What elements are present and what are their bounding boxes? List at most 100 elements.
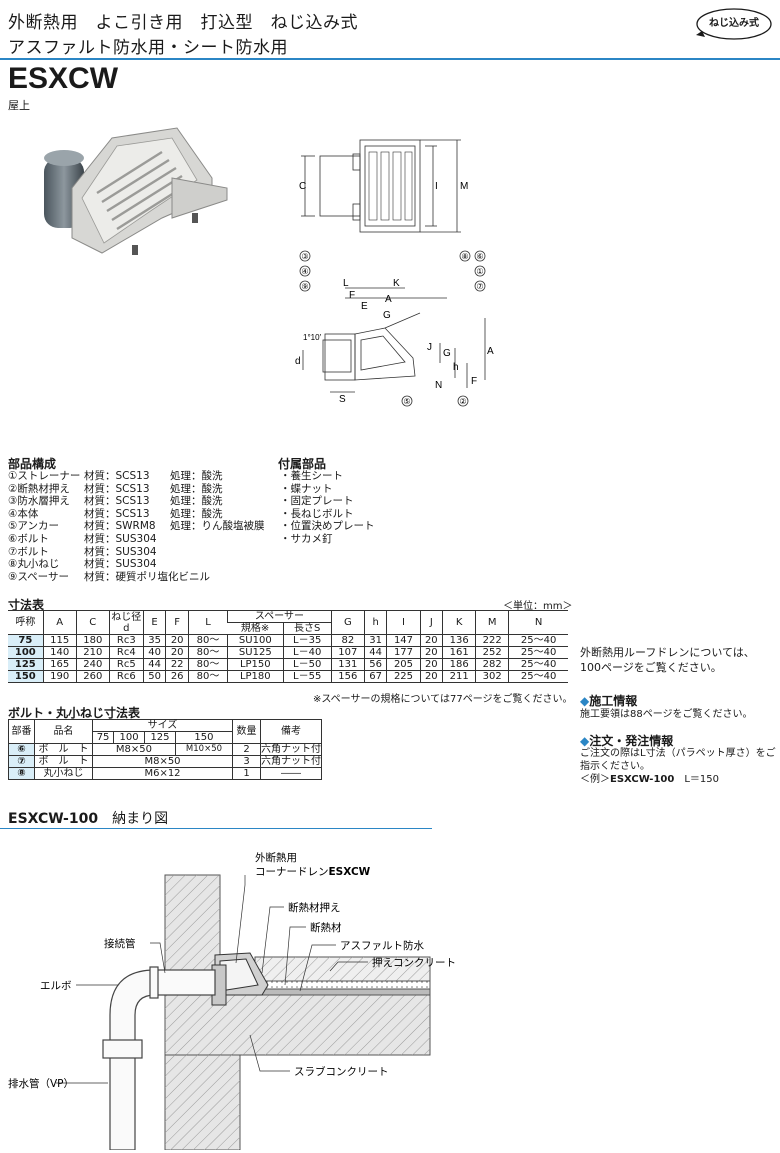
- install-caption: ESXCW-100 納まり図: [8, 811, 169, 827]
- callout-8: ⑧: [461, 252, 468, 261]
- dim-label-s: S: [339, 394, 346, 405]
- accessory-item: ・サカメ釘: [280, 532, 333, 545]
- dim-header: I: [386, 610, 421, 635]
- callout-6: ⑥: [476, 252, 483, 261]
- callout-2: ②: [459, 397, 466, 406]
- bolt-header: 備考: [260, 719, 322, 744]
- parts-row: ⑧丸小ねじ材質：SUS304: [8, 558, 157, 571]
- rotation-arrow-icon: [696, 8, 772, 40]
- product-model: ESXCW: [8, 62, 119, 95]
- dim-header: 規格※: [227, 622, 284, 635]
- dim-label-h: h: [453, 362, 459, 373]
- dim-header: 長さS: [282, 622, 332, 635]
- parts-row: ⑦ボルト材質：SUS304: [8, 545, 157, 558]
- parts-title: 部品構成: [8, 457, 57, 471]
- header-line-2: アスファルト防水用・シート防水用: [8, 38, 288, 58]
- label-asphalt: アスファルト防水: [340, 939, 424, 952]
- callout-7: ⑦: [476, 282, 483, 291]
- label-insulation: 断熱材: [310, 921, 342, 934]
- accessories-list: ・養生シート ・蝶ナット ・固定プレート ・長ねじボルト ・位置決めプレート ・…: [280, 470, 375, 546]
- callout-5: ⑤: [403, 397, 410, 406]
- dim-header: J: [419, 610, 443, 635]
- accessories-title: 付属部品: [278, 457, 327, 471]
- dim-table-title: 寸法表: [8, 598, 45, 612]
- bolt-size: 75: [91, 731, 115, 744]
- callout-1: ①: [476, 267, 483, 276]
- dim-label-a-top: A: [385, 294, 392, 305]
- bolt-table-title: ボルト・丸小ねじ寸法表: [8, 706, 141, 720]
- bolt-header: 数量: [232, 719, 261, 744]
- bolt-header: サイズ: [92, 719, 233, 732]
- accessory-item: ・位置決めプレート: [280, 520, 375, 533]
- outer-insulation-note: 外断熱用ルーフドレンについては、 100ページをご覧ください。: [580, 646, 755, 674]
- dim-label-c: C: [299, 181, 306, 192]
- dim-header: E: [142, 610, 166, 635]
- dim-header: G: [330, 610, 365, 635]
- dim-header: F: [165, 610, 189, 635]
- dim-header: M: [475, 610, 509, 635]
- dim-label-f-right: F: [471, 376, 477, 387]
- bolt-header: 品名: [34, 719, 93, 744]
- dim-label-f: F: [349, 290, 355, 301]
- accessory-item: ・固定プレート: [280, 495, 354, 508]
- callout-3: ③: [301, 252, 308, 261]
- construction-heading: ◆施工情報: [580, 694, 638, 708]
- bolt-size: 125: [144, 731, 176, 744]
- header-rule: [0, 58, 780, 60]
- order-heading: ◆注文・発注情報: [580, 734, 674, 748]
- dim-label-n: N: [435, 380, 442, 391]
- dim-label-g-top: G: [383, 310, 391, 321]
- dim-header: スペーサー: [227, 610, 332, 623]
- label-press-concrete: 押えコンクリート: [372, 956, 456, 969]
- label-outer-b: コーナードレンESXCW: [255, 866, 371, 878]
- product-subtitle: 屋上: [8, 99, 30, 112]
- label-slab: スラブコンクリート: [294, 1065, 389, 1078]
- dim-table-unit: ＜単位：mm＞: [503, 601, 573, 612]
- dim-label-k: K: [393, 278, 400, 289]
- diamond-icon: ◆: [580, 734, 590, 748]
- order-text: ご注文の際はL寸法（パラペット厚さ）をご 指示ください。 ＜例＞ESXCW-10…: [580, 748, 776, 785]
- callout-9: ⑨: [301, 282, 308, 291]
- dim-label-g: G: [443, 348, 451, 359]
- dim-header: K: [442, 610, 476, 635]
- bolt-header: 部番: [8, 719, 35, 744]
- dim-label-j: J: [427, 342, 432, 353]
- dim-label-angle: 1°10′: [303, 333, 322, 342]
- dim-label-e: E: [361, 301, 368, 312]
- accessory-item: ・養生シート: [280, 470, 343, 482]
- installation-diagram: 外断熱用 コーナードレンESXCW 断熱材押え 断熱材 アスファルト防水 押えコ…: [0, 845, 780, 1151]
- header-line-1: 外断熱用 よこ引き用 打込型 ねじ込み式: [8, 13, 358, 33]
- dim-header: ねじ径 d: [108, 610, 144, 635]
- screw-type-badge: ねじ込み式: [694, 5, 774, 43]
- bolt-size: 150: [174, 731, 234, 744]
- dim-header: N: [508, 610, 568, 635]
- dim-header: 呼称: [8, 610, 44, 635]
- label-connect-pipe: 接続管: [104, 937, 136, 950]
- dim-label-m: M: [460, 181, 468, 192]
- diamond-icon: ◆: [580, 694, 590, 708]
- construction-text: 施工要領は88ページをご覧ください。: [580, 709, 753, 720]
- parts-row: ⑥ボルト材質：SUS304: [8, 532, 157, 545]
- badge-label: ねじ込み式: [709, 18, 759, 29]
- bolt-size: 100: [113, 731, 146, 744]
- dim-header: A: [42, 610, 77, 635]
- product-photo: [42, 118, 232, 268]
- dim-header: C: [75, 610, 110, 635]
- install-caption-rule: [0, 828, 432, 829]
- dim-label-d: d: [295, 356, 301, 367]
- spacer-note: ※スペーサーの規格については77ページをご覧ください。: [313, 694, 573, 705]
- accessory-item: ・長ねじボルト: [280, 507, 354, 520]
- dim-label-l: L: [343, 278, 349, 289]
- label-elbow: エルボ: [40, 980, 72, 992]
